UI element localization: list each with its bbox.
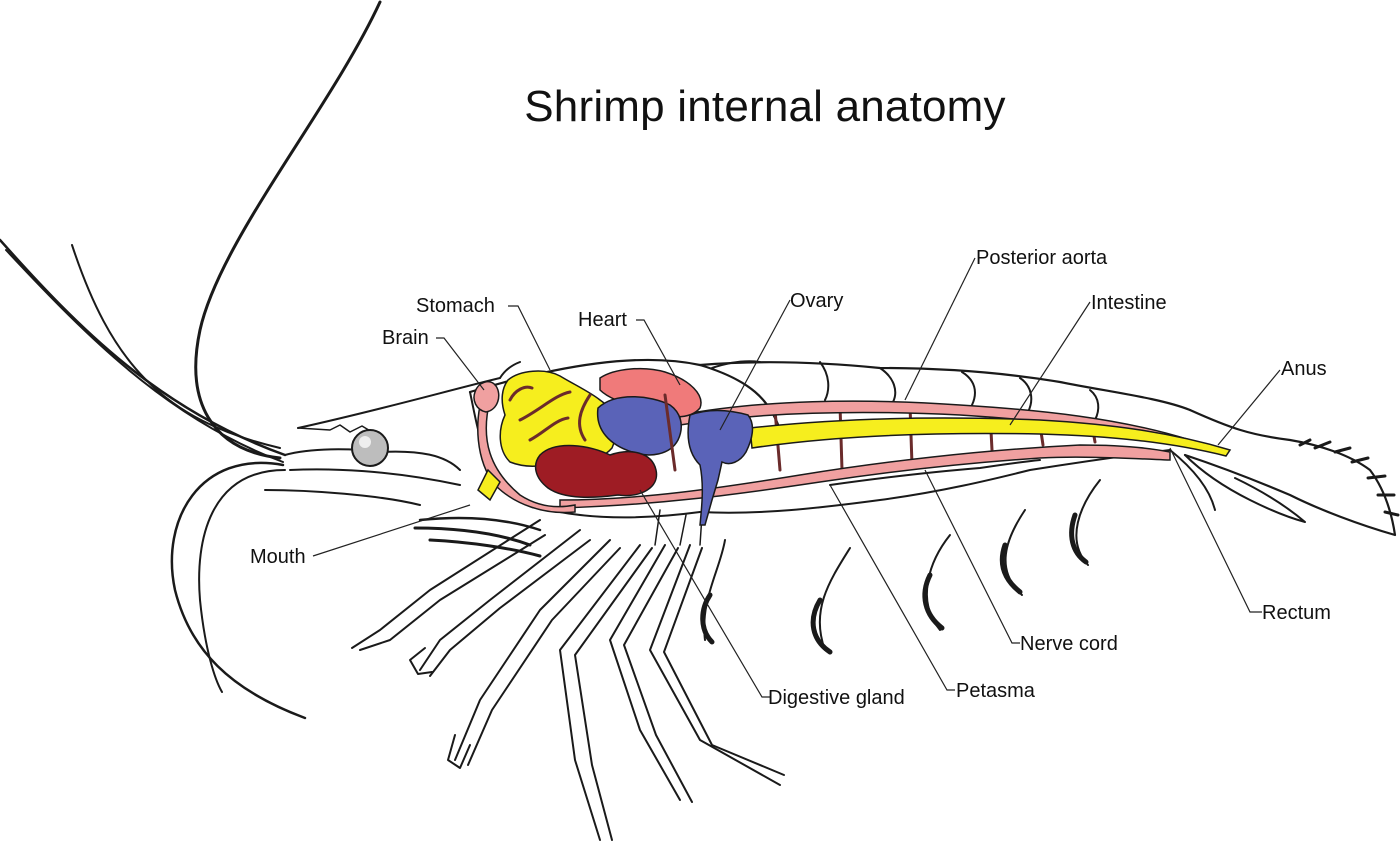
- label-anus: Anus: [1281, 358, 1327, 380]
- leader-mouth: [312, 504, 471, 557]
- leader-stomach: [508, 305, 551, 371]
- label-brain: Brain: [382, 327, 429, 349]
- label-rectum: Rectum: [1262, 602, 1331, 624]
- pleopod-2: [818, 547, 851, 651]
- eye-icon: [351, 429, 389, 467]
- antenna-lower-1: [170, 461, 307, 720]
- label-intestine: Intestine: [1091, 292, 1167, 314]
- digestive-gland-shape: [534, 444, 658, 499]
- antenna-left-1: [0, 238, 287, 457]
- antenna-left-3: [71, 244, 281, 449]
- diagram-title: Shrimp internal anatomy: [524, 82, 1006, 131]
- antenna-lower-2: [198, 469, 286, 693]
- label-nerve-cord: Nerve cord: [1020, 633, 1118, 655]
- abdomen-dorsal: [698, 361, 1192, 412]
- leg-6: [649, 544, 781, 786]
- tail-fan: [1183, 408, 1397, 537]
- antenna-long: [194, 0, 382, 460]
- leg-1: [351, 519, 541, 649]
- label-petasma: Petasma: [956, 680, 1035, 702]
- brain-shape: [473, 381, 500, 413]
- digestive-tract: [477, 397, 576, 514]
- nerve-link: [477, 468, 501, 502]
- leader-brain: [436, 337, 485, 391]
- leader-digestive-gland: [639, 489, 770, 698]
- leg-5: [609, 544, 681, 801]
- label-heart: Heart: [578, 309, 627, 331]
- antenna-left-2: [5, 249, 284, 463]
- abdomen-ventral: [699, 449, 1171, 514]
- leader-heart: [636, 319, 681, 386]
- ovary-shape: [596, 396, 682, 456]
- leader-petasma: [829, 484, 955, 691]
- pleopod-5: [1075, 479, 1101, 566]
- nerve-cord-line: [829, 459, 1041, 486]
- label-stomach: Stomach: [416, 295, 495, 317]
- label-mouth: Mouth: [250, 546, 306, 568]
- leg-4: [559, 544, 641, 841]
- leg-2: [419, 529, 581, 671]
- ovary-shape-2: [687, 409, 754, 526]
- rostrum: [297, 377, 501, 429]
- leader-ovary: [719, 299, 791, 431]
- leader-nerve-cord: [924, 469, 1020, 644]
- leader-rectum: [1169, 447, 1262, 613]
- leader-posterior-aorta: [904, 257, 976, 401]
- label-digestive-gland: Digestive gland: [768, 687, 905, 709]
- label-posterior-aorta: Posterior aorta: [976, 247, 1108, 269]
- leader-intestine: [1009, 301, 1091, 426]
- pleopod-1: [703, 539, 726, 641]
- leg-3: [454, 539, 611, 761]
- leader-anus: [1217, 369, 1281, 446]
- label-ovary: Ovary: [790, 290, 844, 312]
- intestine-shape: [749, 417, 1232, 457]
